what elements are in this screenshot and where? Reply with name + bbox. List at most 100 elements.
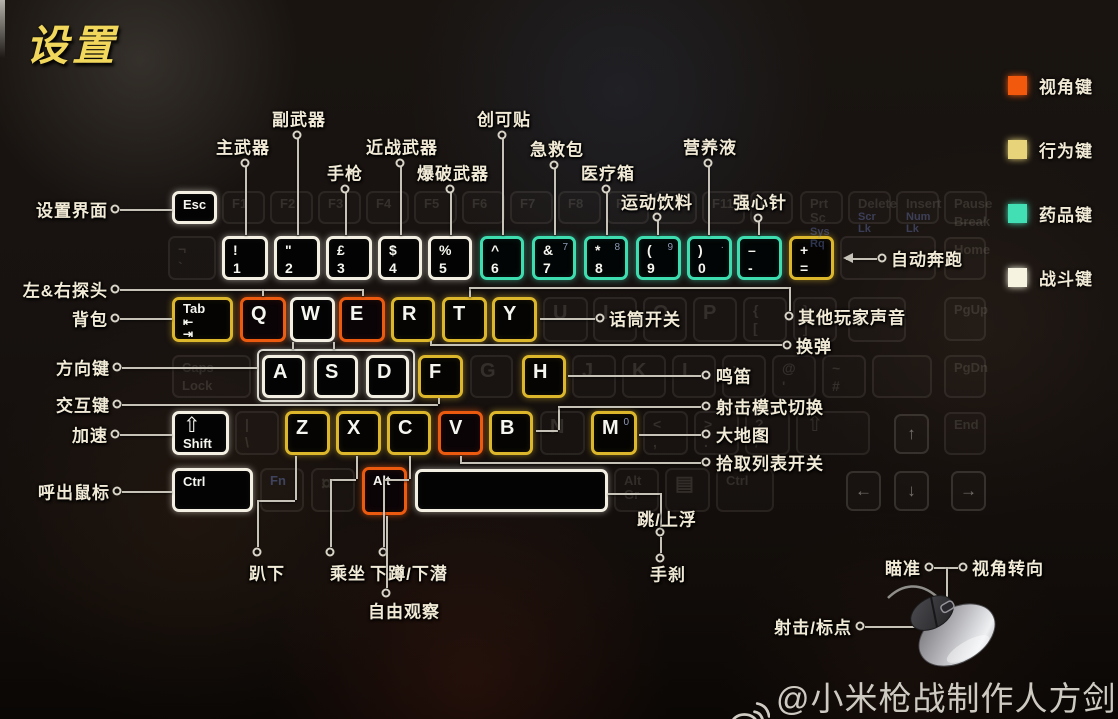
key-f6: F6 bbox=[462, 191, 505, 224]
key-6: ^6 bbox=[480, 236, 524, 280]
leader-line bbox=[865, 626, 924, 628]
label-reload: 换弹 bbox=[796, 337, 832, 357]
keycap-text: # bbox=[832, 378, 840, 395]
leader-line bbox=[469, 287, 471, 297]
wasd-connector-line bbox=[333, 342, 335, 349]
key-c: C bbox=[387, 411, 431, 455]
label-aim: 瞄准 bbox=[885, 559, 921, 579]
label-adrenaline: 强心针 bbox=[733, 193, 787, 213]
wasd-group-box bbox=[257, 349, 415, 402]
keycap-text: End bbox=[954, 417, 979, 432]
legend-label-behavior-keys: 行为键 bbox=[1039, 142, 1093, 161]
keycap-subtext: Sys Rq bbox=[810, 225, 830, 250]
leader-line bbox=[245, 167, 247, 235]
leader-line bbox=[120, 289, 362, 291]
keycap-text: F12 bbox=[760, 196, 783, 211]
keycap-text: X bbox=[347, 417, 361, 439]
keycap-text: 1 bbox=[233, 260, 241, 277]
legend-item-view-keys: 视角键 bbox=[1008, 73, 1093, 98]
label-sports-drink: 运动饮料 bbox=[621, 193, 693, 213]
leader-dot bbox=[877, 253, 887, 263]
keycap-text: 8 bbox=[595, 260, 603, 277]
leader-line bbox=[758, 222, 760, 235]
watermark: @小米枪战制作人方剑斌 bbox=[728, 672, 1118, 719]
key-semicolon: ; bbox=[722, 355, 766, 398]
key-fn: Fn bbox=[260, 468, 304, 512]
leader-line bbox=[383, 479, 385, 547]
leader-line bbox=[430, 341, 432, 346]
key-d: D bbox=[366, 355, 409, 398]
key-e: E bbox=[339, 297, 385, 342]
keycap-text: Shift bbox=[183, 436, 212, 452]
keycap-text: ( bbox=[647, 242, 652, 258]
leader-line bbox=[789, 287, 791, 311]
label-explosive-weapon: 爆破武器 bbox=[417, 164, 489, 184]
keycap-text: Ctrl bbox=[183, 474, 206, 489]
key-arrow-left: ← bbox=[846, 471, 881, 511]
legend-item-combat-keys: 战斗键 bbox=[1008, 265, 1093, 290]
leader-line bbox=[430, 344, 782, 346]
leader-dot bbox=[701, 370, 711, 380]
leader-line bbox=[450, 193, 452, 235]
key-1: !1 bbox=[222, 236, 268, 280]
leader-line bbox=[330, 479, 332, 547]
page-title: 设置 bbox=[26, 22, 119, 69]
leader-dot bbox=[381, 588, 391, 598]
leader-line bbox=[608, 493, 660, 495]
mouse-highlight bbox=[946, 635, 990, 663]
keycap-text: A bbox=[273, 361, 288, 383]
label-main-weapon: 主武器 bbox=[216, 138, 270, 158]
leader-line bbox=[657, 221, 659, 235]
keycap-text: < bbox=[653, 416, 662, 432]
keycap-text: + bbox=[800, 242, 809, 258]
keycap-text: F8 bbox=[568, 196, 584, 211]
keycap-text: F11 bbox=[712, 196, 734, 211]
leader-line bbox=[502, 139, 504, 235]
leader-dot bbox=[112, 399, 122, 409]
label-ride: 乘坐 bbox=[330, 564, 366, 584]
leader-dot bbox=[110, 429, 120, 439]
key-alt-gr: Alt Gr bbox=[614, 468, 659, 512]
label-bandaid: 创可贴 bbox=[477, 110, 531, 130]
label-call-mouse: 呼出鼠标 bbox=[38, 483, 110, 503]
key-minus: –- bbox=[737, 236, 782, 280]
keycap-text: Ctrl bbox=[726, 473, 749, 488]
keycap-text: Pause bbox=[954, 196, 993, 211]
key-f11: F11 bbox=[702, 191, 745, 224]
legend-swatch-view-keys bbox=[1008, 76, 1027, 95]
leader-line bbox=[297, 139, 299, 235]
keycap-text: 2 bbox=[285, 260, 293, 277]
keycap-text: C bbox=[398, 417, 413, 439]
label-map: 大地图 bbox=[716, 426, 770, 446]
keycap-text: } bbox=[803, 302, 809, 318]
keycap-text: / bbox=[755, 434, 759, 451]
legend-swatch-behavior-keys bbox=[1008, 140, 1027, 159]
leader-dot bbox=[655, 527, 665, 537]
key-f5: F5 bbox=[414, 191, 457, 224]
leader-line bbox=[386, 516, 388, 588]
keycap-text: W bbox=[301, 303, 320, 325]
leader-line bbox=[558, 406, 701, 408]
key-shift-r: ⇧ bbox=[796, 411, 870, 455]
keycap-text: 3 bbox=[337, 260, 345, 277]
keycap-text: F bbox=[429, 361, 442, 383]
label-lean-left-right: 左&右探头 bbox=[22, 281, 108, 301]
key-x: X bbox=[336, 411, 381, 455]
leader-dot bbox=[549, 160, 559, 170]
label-other-players-voice: 其他玩家声音 bbox=[798, 308, 906, 328]
key-backspace bbox=[840, 236, 936, 280]
leader-line bbox=[362, 289, 364, 296]
key-q: Q bbox=[240, 297, 286, 342]
keycap-text: Fn bbox=[270, 473, 286, 488]
leader-line bbox=[400, 167, 402, 235]
legend-item-medicine-keys: 药品键 bbox=[1008, 201, 1093, 226]
key-y: Y bbox=[492, 297, 537, 342]
keycap-text: > bbox=[704, 416, 713, 432]
leader-dot bbox=[655, 553, 665, 563]
label-first-aid-kit: 急救包 bbox=[530, 140, 584, 160]
key-plus: += bbox=[789, 236, 834, 280]
key-4: $4 bbox=[378, 236, 422, 280]
leader-dot bbox=[753, 213, 763, 223]
